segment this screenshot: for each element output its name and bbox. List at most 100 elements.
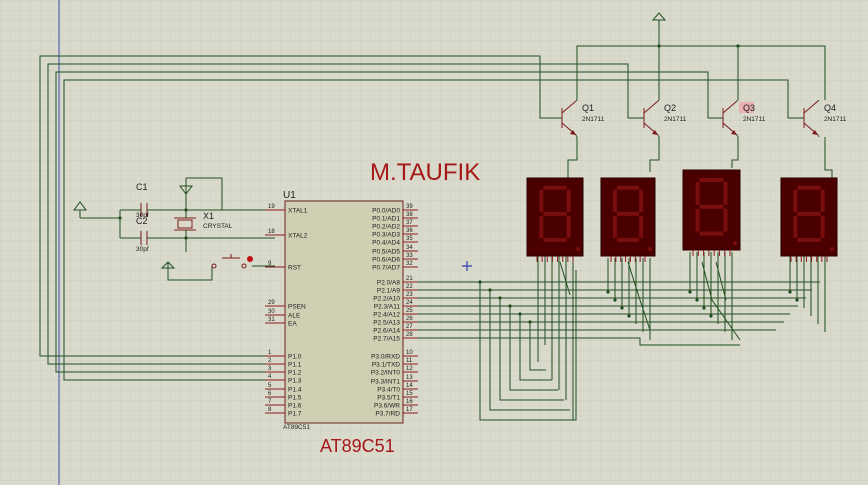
display-segment	[616, 185, 640, 190]
display-segment	[699, 178, 724, 182]
chip-pin-label: P0.5/AD5	[372, 249, 400, 256]
display-segment	[723, 208, 728, 232]
capacitor-c1[interactable]: C1 30pf	[132, 182, 156, 219]
chip-pin-label: XTAL1	[288, 208, 308, 215]
transistor-part: 2N1711	[664, 116, 687, 123]
wiring	[39, 20, 833, 421]
seven-segment-display-2[interactable]: 8	[600, 177, 656, 262]
chip-pin-label: P3.2/INT0	[371, 370, 401, 377]
chip-pin-label: P2.3/A11	[374, 304, 401, 311]
chip-pin-label: P2.5/A13	[373, 320, 400, 327]
chip-pin-number: 10	[406, 350, 413, 356]
microcontroller-u1[interactable]: U1 AT89C51 19XTAL118XTAL29RST29PSEN30ALE…	[265, 190, 418, 431]
chip-pin[interactable]: 3P1.2	[265, 366, 302, 377]
chip-pin-number: 5	[268, 383, 272, 389]
display-segment	[695, 182, 700, 205]
display-segment	[793, 215, 798, 238]
chip-pin-label: P1.7	[288, 411, 302, 418]
display-segment	[616, 237, 640, 242]
chip-pin[interactable]: 8P1.7	[265, 407, 302, 418]
display-dp	[576, 247, 580, 251]
chip-pin[interactable]: 6P1.5	[265, 391, 302, 402]
chip-pin-label: P0.3/AD3	[372, 232, 400, 239]
chip-pin-label: P3.6/WR	[374, 403, 400, 410]
seven-segment-display-3[interactable]: 8	[682, 169, 741, 256]
chip-pin-number: 23	[406, 292, 413, 298]
chip-pin[interactable]: 5P1.4	[265, 383, 302, 394]
seven-segment-display-4[interactable]: 8	[780, 177, 838, 262]
crystal-x1[interactable]: X1 CRYSTAL	[174, 210, 233, 238]
transistor-part: 2N1711	[582, 116, 605, 123]
display-segment	[797, 185, 821, 190]
capacitor-c2[interactable]: C2 30pf	[132, 216, 156, 253]
chip-pin-number: 24	[406, 300, 413, 306]
ground-symbol-crystal	[179, 185, 193, 195]
chip-pin-label: EA	[288, 321, 297, 328]
chip-pin-number: 6	[268, 391, 272, 397]
chip-pin-number: 1	[268, 350, 272, 356]
chip-pin[interactable]: 1P1.0	[265, 350, 302, 361]
ground-symbol-left	[73, 201, 87, 218]
chip-pin-number: 37	[406, 220, 413, 226]
cursor-crosshair-icon	[462, 261, 472, 271]
chip-pin-label: PSEN	[288, 304, 306, 311]
reset-button[interactable]	[211, 254, 253, 269]
chip-pin[interactable]: 4P1.3	[265, 374, 302, 385]
chip-pin-number: 27	[406, 324, 413, 330]
chip-part-name: AT89C51	[320, 436, 395, 456]
chip-pin-number: 31	[268, 317, 275, 323]
chip-pin-number: 38	[406, 212, 413, 218]
seven-segment-display-1[interactable]: 8	[526, 177, 584, 262]
chip-pin[interactable]: 2P1.1	[265, 358, 302, 369]
c2-value: 30pf	[136, 246, 149, 253]
display-segment	[793, 189, 798, 212]
transistor-ref: Q2	[664, 103, 676, 113]
display-segment	[566, 215, 571, 238]
chip-pin[interactable]: 7P1.6	[265, 399, 302, 410]
chip-pin-label: P1.1	[288, 362, 302, 369]
chip-pin-number: 26	[406, 316, 413, 322]
chip-pin-label: P3.5/T1	[377, 395, 400, 402]
transistor-q2[interactable]: Q2 2N1711	[630, 99, 687, 138]
chip-pin-label: P0.2/AD2	[372, 224, 400, 231]
chip-pin-label: P3.4/T0	[377, 387, 400, 394]
chip-part-label: AT89C51	[283, 424, 310, 431]
display-segment	[539, 215, 544, 238]
chip-pin-number: 2	[268, 358, 272, 364]
